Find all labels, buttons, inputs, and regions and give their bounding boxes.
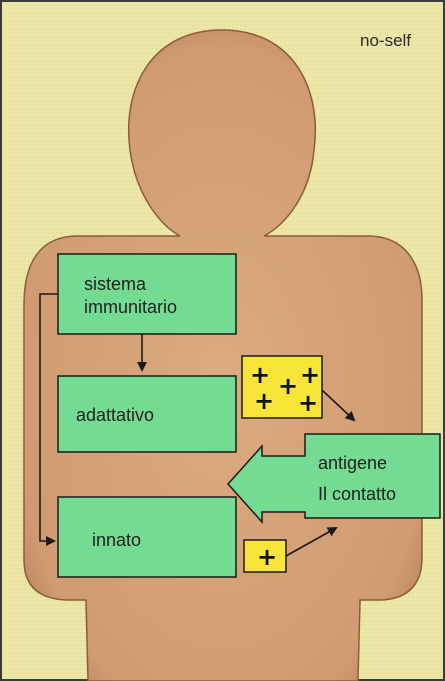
no-self-label: no-self <box>360 31 411 50</box>
plus-sign: + <box>298 389 318 417</box>
innato-box <box>58 497 236 577</box>
sistema-immunitario-box <box>58 254 236 334</box>
antigen-line1: antigene <box>318 453 387 473</box>
plus-sign: + <box>257 543 277 571</box>
plus-sign: + <box>254 387 274 415</box>
antigen-line2: Il contatto <box>318 484 396 504</box>
plus-sign: + <box>278 372 298 400</box>
plus-sign: + <box>250 361 270 389</box>
innato-label: innato <box>92 530 141 550</box>
adattativo-label: adattativo <box>76 405 154 425</box>
sistema-line2: immunitario <box>84 297 177 317</box>
sistema-line1: sistema <box>84 274 147 294</box>
plus-sign: + <box>300 361 320 389</box>
